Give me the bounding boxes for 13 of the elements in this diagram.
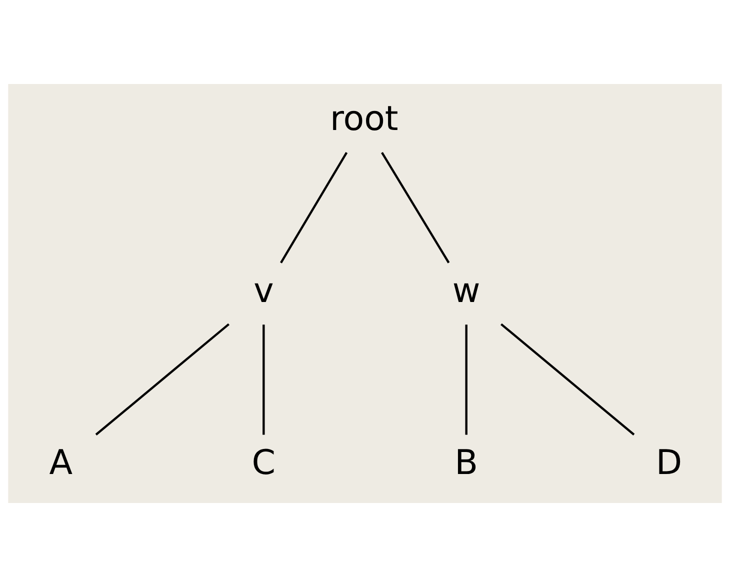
connector: [381, 152, 450, 264]
connector: [95, 323, 230, 436]
node-text: root: [330, 98, 398, 139]
node-text: v: [254, 271, 274, 312]
node-text: B: [454, 443, 478, 484]
connector: [465, 324, 468, 435]
node-text: D: [656, 443, 682, 484]
connector: [500, 323, 635, 436]
node-text: C: [252, 443, 276, 484]
connector: [280, 152, 348, 264]
node-text: w: [452, 271, 480, 312]
node-text: A: [49, 443, 73, 484]
connector: [262, 324, 265, 435]
